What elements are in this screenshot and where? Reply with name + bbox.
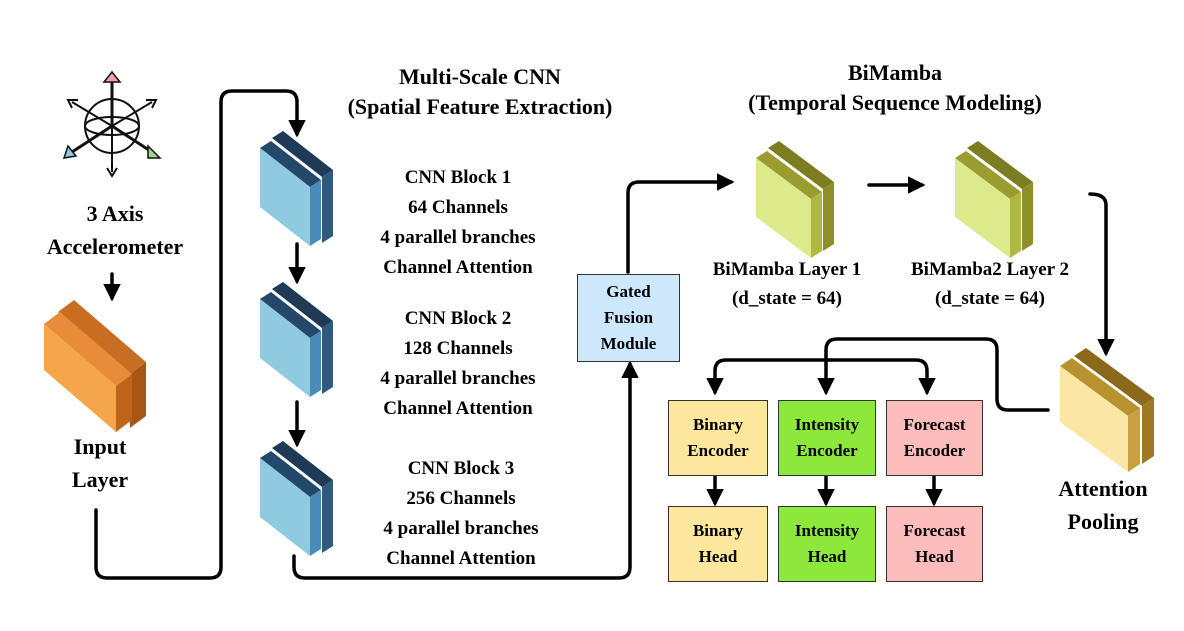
sensor-label-line2: Accelerometer [46,234,184,259]
binary-encoder-line2: Encoder [687,441,749,460]
cnn-section-title-line2: (Spatial Feature Extraction) [347,94,613,119]
forecast-head-line1: Forecast [903,521,966,540]
bimamba-slab-1 [756,141,834,258]
cnn-section-title-line1: Multi-Scale CNN [399,64,561,89]
bimamba-section-title: BiMamba (Temporal Sequence Modeling) [700,58,1090,118]
fusion-line1: Gated [606,282,651,301]
cnn-block-1-attention: Channel Attention [383,257,533,278]
bimamba-layer-2-name: BiMamba2 Layer 2 [911,259,1069,280]
input-layer-slab [44,300,146,432]
bimamba-layer-2-label: BiMamba2 Layer 2 (d_state = 64) [890,255,1090,313]
binary-encoder-line1: Binary [692,415,744,434]
binary-encoder: Binary Encoder [668,400,768,476]
bimamba-layer-1-label: BiMamba Layer 1 (d_state = 64) [692,255,882,313]
bimamba-layer-1-name: BiMamba Layer 1 [712,259,862,280]
bimamba-section-title-line1: BiMamba [847,60,943,85]
cnn-block-3-name: CNN Block 3 [407,458,515,479]
connectors [94,89,1115,580]
cnn-block-2-attention: Channel Attention [383,398,533,419]
arrow-pooling-to-encoders [706,337,1050,412]
arrow-to-forecast-encoder [824,358,936,396]
arrow-fusion-to-mamba1 [626,173,735,274]
arrow-input-to-cnn1 [94,89,306,580]
bimamba-slab-2 [955,141,1033,258]
cnn-section-title: Multi-Scale CNN (Spatial Feature Extract… [315,62,645,122]
cnn-block-2-branches: 4 parallel branches [380,368,536,389]
fusion-line3: Module [600,334,657,353]
cnn-block-3-channels: 256 Channels [406,488,516,509]
arrow-mamba2-to-pooling [1088,192,1115,357]
intensity-head-line2: Head [807,547,847,566]
input-layer-label-line2: Layer [71,467,129,492]
input-layer-label: Input Layer [40,430,160,496]
binary-head-line2: Head [698,547,738,566]
cnn-block-1-channels: 64 Channels [408,197,508,218]
cnn-slab-1 [260,131,333,246]
intensity-head: Intensity Head [778,506,876,582]
intensity-encoder-line1: Intensity [794,415,860,434]
attention-pooling-label: Attention Pooling [1036,472,1170,538]
cnn-slab-2 [260,282,333,397]
cnn-block-2-channels: 128 Channels [403,338,513,359]
input-layer-label-line1: Input [73,434,127,459]
arrow-cnn3-to-fusion [292,360,639,580]
cnn-slab-3 [260,441,333,556]
attention-pooling-line2: Pooling [1067,509,1139,534]
intensity-encoder-line2: Encoder [796,441,858,460]
forecast-encoder-line2: Encoder [903,441,966,460]
sensor-label: 3 Axis Accelerometer [20,197,210,263]
cnn-block-2-label: CNN Block 2 128 Channels 4 parallel bran… [352,304,564,424]
forecast-head: Forecast Head [886,506,983,582]
gated-fusion-module: Gated Fusion Module [577,274,680,362]
cnn-block-1-name: CNN Block 1 [404,167,512,188]
cnn-block-1-branches: 4 parallel branches [380,227,536,248]
attention-pooling-slab [1060,348,1154,472]
cnn-block-1-label: CNN Block 1 64 Channels 4 parallel branc… [352,163,564,283]
bimamba-layer-2-state: (d_state = 64) [934,288,1046,309]
forecast-head-line2: Head [915,547,954,566]
cnn-block-3-label: CNN Block 3 256 Channels 4 parallel bran… [355,454,567,574]
sensor-label-line1: 3 Axis [86,201,144,226]
binary-head-line1: Binary [692,521,744,540]
binary-head: Binary Head [668,506,768,582]
cnn-block-3-attention: Channel Attention [386,548,536,569]
forecast-encoder: Forecast Encoder [886,400,983,476]
fusion-line2: Fusion [603,308,654,327]
intensity-head-line1: Intensity [794,521,860,540]
attention-pooling-line1: Attention [1058,476,1148,501]
cnn-block-2-name: CNN Block 2 [404,308,512,329]
intensity-encoder: Intensity Encoder [778,400,876,476]
forecast-encoder-line1: Forecast [903,415,966,434]
bimamba-section-title-line2: (Temporal Sequence Modeling) [748,90,1042,115]
bimamba-layer-1-state: (d_state = 64) [731,288,843,309]
cnn-block-3-branches: 4 parallel branches [383,518,539,539]
accelerometer-icon [62,70,162,178]
